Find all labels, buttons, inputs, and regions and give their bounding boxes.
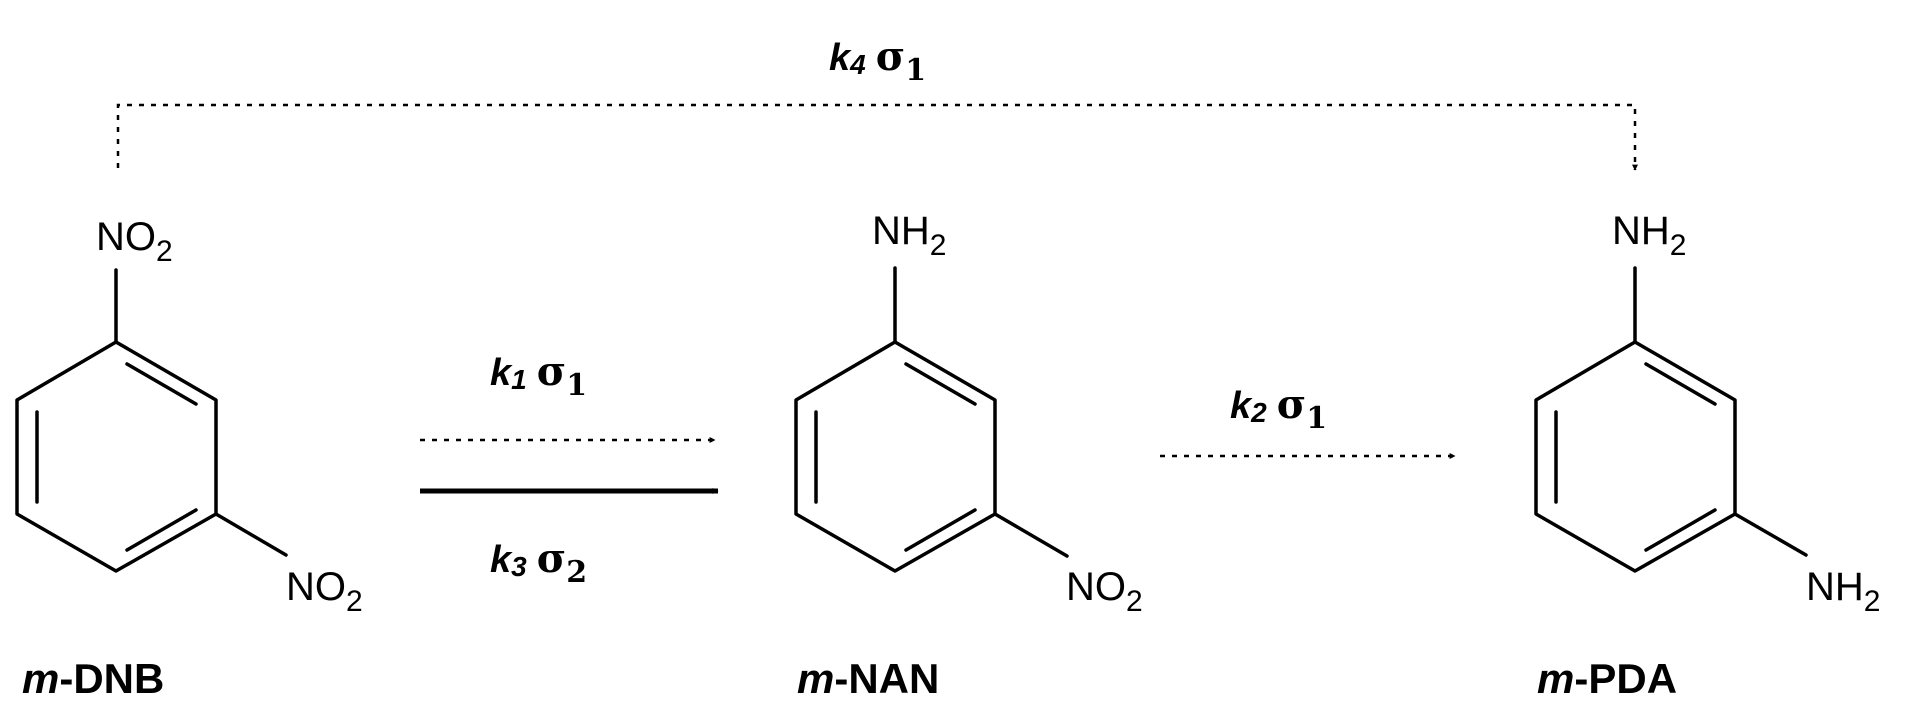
nan-bottom-no2-label: NO2 xyxy=(1066,565,1143,618)
pda-name: m-PDA xyxy=(1537,655,1677,702)
nan-benzene-ring xyxy=(794,340,997,573)
pda-benzene-ring xyxy=(1534,340,1737,573)
pda-molecule: NH2 NH2 m-PDA xyxy=(1534,209,1880,702)
dnb-bottom-no2-label: NO2 xyxy=(286,565,363,618)
dnb-bottom-bond xyxy=(214,512,288,557)
pda-top-nh2-label: NH2 xyxy=(1612,209,1686,262)
nan-molecule: NH2 NO2 m-NAN xyxy=(794,209,1143,702)
k4-bypass-arrow xyxy=(116,103,1638,171)
nan-bottom-bond xyxy=(993,512,1069,558)
dnb-benzene-ring xyxy=(15,340,218,573)
dnb-molecule: NO2 NO2 m-DNB xyxy=(15,215,363,702)
nan-top-nh2-label: NH2 xyxy=(872,209,946,262)
nan-name: m-NAN xyxy=(797,655,939,702)
pda-bottom-bond xyxy=(1733,512,1808,557)
pda-bottom-nh2-label: NH2 xyxy=(1806,565,1880,618)
dnb-top-no2-label: NO2 xyxy=(96,215,173,268)
dnb-name: m-DNB xyxy=(22,655,164,702)
